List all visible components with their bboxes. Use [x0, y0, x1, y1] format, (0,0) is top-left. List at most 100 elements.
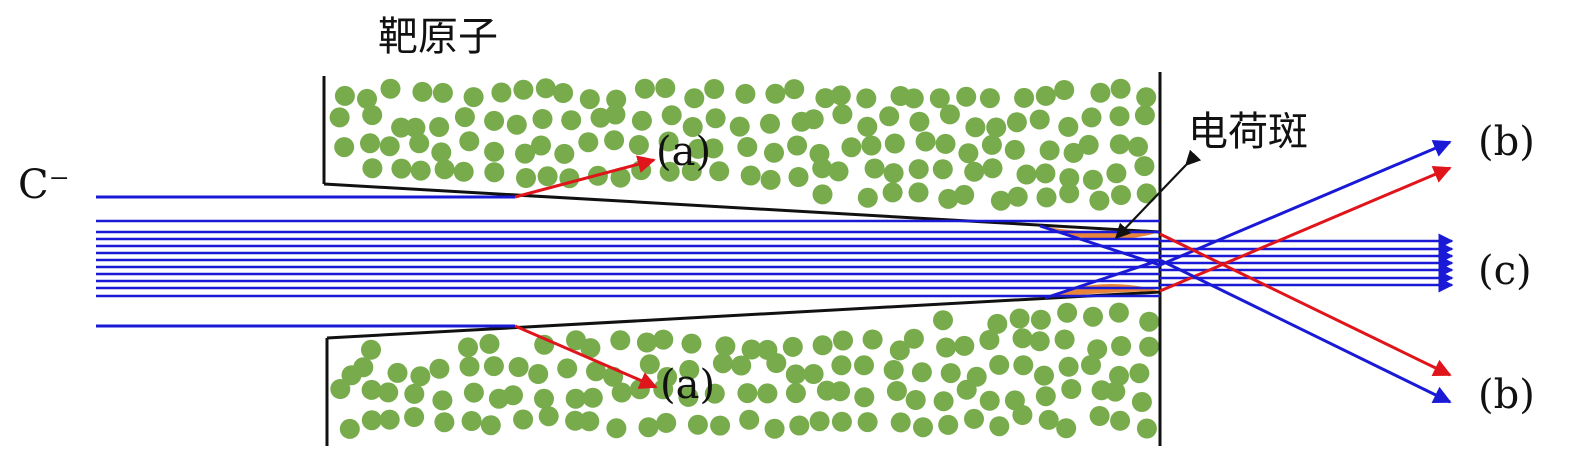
- target-atom: [986, 117, 1007, 138]
- target-atom: [679, 359, 700, 380]
- target-atom: [360, 133, 380, 154]
- target-atom: [528, 364, 549, 384]
- target-atom: [785, 383, 806, 404]
- target-atom: [554, 143, 575, 164]
- target-atom: [936, 337, 957, 358]
- target-atom: [404, 383, 425, 404]
- target-atom: [956, 86, 977, 107]
- target-atom: [653, 379, 674, 400]
- target-atom: [964, 408, 984, 429]
- target-atom: [1081, 107, 1102, 128]
- target-atom: [1035, 85, 1056, 106]
- target-atom: [956, 379, 977, 400]
- target-atom: [1136, 418, 1157, 439]
- target-atom: [432, 390, 453, 411]
- target-atom: [1006, 112, 1027, 133]
- target-atom: [886, 381, 907, 401]
- target-atom: [582, 387, 603, 408]
- label-c: (c): [1478, 248, 1532, 294]
- target-atom: [606, 418, 627, 439]
- target-atom: [908, 159, 929, 180]
- target-atom: [1038, 409, 1059, 430]
- target-atom: [639, 354, 660, 375]
- target-atom: [655, 78, 676, 98]
- target-atom: [516, 168, 536, 188]
- target-atom: [405, 117, 426, 138]
- target-atom: [812, 158, 833, 179]
- target-atom: [538, 406, 559, 427]
- target-atom: [491, 82, 512, 103]
- target-atom: [740, 165, 761, 186]
- target-atom: [831, 355, 852, 376]
- target-atom: [330, 379, 351, 399]
- target-atom: [1082, 169, 1103, 190]
- target-atom: [479, 333, 500, 354]
- target-atom: [1063, 142, 1084, 163]
- target-atom: [561, 110, 582, 131]
- target-atom: [1089, 406, 1110, 426]
- target-atom: [1087, 339, 1108, 360]
- target-atom: [1029, 331, 1050, 352]
- label-a-upper: (a): [656, 129, 711, 175]
- deflected-beams-b: [1039, 140, 1452, 404]
- target-atom: [361, 379, 382, 400]
- target-atom: [353, 357, 374, 378]
- target-atom: [890, 412, 911, 433]
- target-atom: [404, 407, 425, 427]
- target-atom: [903, 328, 924, 349]
- target-atom: [933, 391, 954, 412]
- target-atom: [737, 137, 758, 157]
- target-atom: [929, 88, 950, 109]
- target-atom: [788, 167, 809, 187]
- target-atoms-upper: [329, 78, 1157, 211]
- target-atom: [391, 158, 412, 179]
- target-atom: [731, 355, 752, 376]
- target-atom: [884, 133, 905, 154]
- target-atom: [634, 78, 655, 99]
- target-atom: [760, 113, 780, 134]
- target-atom: [911, 362, 932, 383]
- target-atom: [828, 161, 849, 182]
- target-atom: [760, 169, 781, 190]
- target-atom: [656, 412, 677, 433]
- target-atom: [329, 107, 350, 128]
- target-atom: [1134, 156, 1155, 177]
- target-atom: [453, 161, 474, 182]
- target-atom: [361, 410, 382, 431]
- target-atom: [661, 105, 682, 126]
- target-atom: [1128, 136, 1148, 157]
- target-atom: [431, 142, 452, 163]
- target-atom: [1058, 356, 1079, 377]
- target-atom: [362, 158, 383, 179]
- target-atom: [704, 79, 725, 99]
- target-atom: [812, 184, 833, 205]
- target-atom: [412, 81, 433, 102]
- target-atom: [862, 329, 883, 350]
- target-atom: [1090, 82, 1111, 103]
- target-atom: [483, 356, 504, 377]
- target-atom: [1004, 139, 1025, 160]
- target-atom: [484, 162, 505, 183]
- target-atom: [990, 190, 1011, 211]
- target-atom: [787, 135, 808, 156]
- target-atom: [513, 409, 534, 430]
- target-atom: [586, 361, 606, 382]
- target-atom: [1012, 328, 1033, 349]
- target-atom: [705, 108, 726, 129]
- target-atom: [857, 412, 878, 433]
- red-beam-to-upper-b: [1159, 166, 1452, 293]
- red-beam-upper-a: [514, 155, 656, 199]
- target-atom: [1059, 168, 1080, 189]
- target-atom: [889, 340, 910, 361]
- target-atom: [861, 135, 882, 156]
- target-atom: [908, 182, 929, 203]
- target-atom: [883, 163, 904, 184]
- target-atom: [578, 132, 599, 153]
- target-atom: [803, 364, 824, 384]
- target-atom: [1012, 405, 1033, 425]
- target-atom: [764, 418, 785, 439]
- target-atom: [712, 353, 733, 374]
- target-atom: [735, 83, 756, 104]
- target-atom: [1081, 355, 1101, 375]
